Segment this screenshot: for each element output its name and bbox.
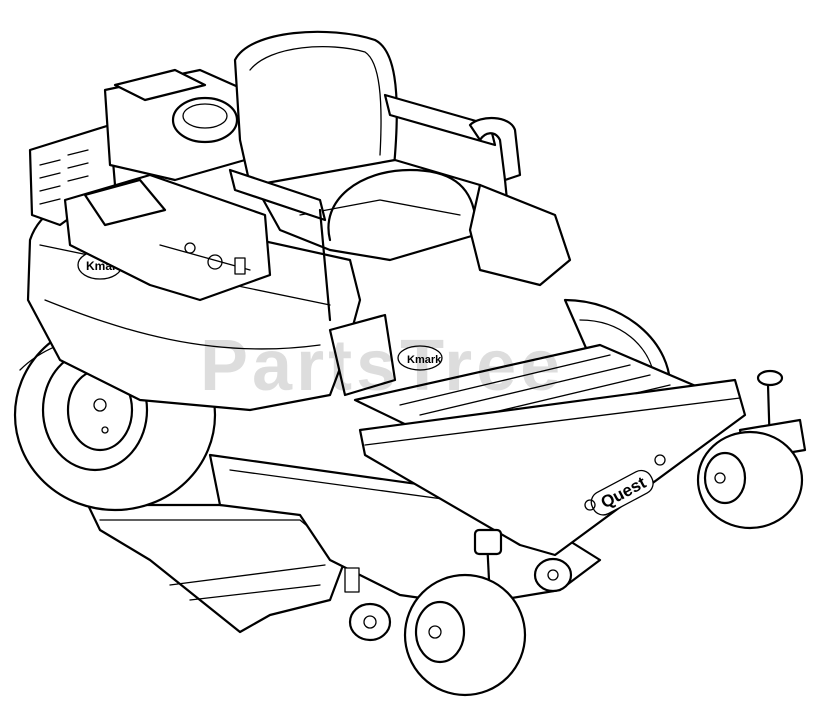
operator-seat	[233, 30, 482, 262]
fuel-cap-cover	[113, 68, 207, 102]
fuel-tank-cap	[171, 96, 239, 144]
seat-cushion	[253, 158, 482, 262]
choke-lever-icon	[234, 257, 246, 275]
seat-frame	[228, 93, 497, 322]
right-front-caster	[696, 369, 807, 530]
center-front-caster	[533, 557, 573, 593]
deck-bracket	[344, 567, 360, 593]
watermark-text: PartsTree	[200, 326, 564, 406]
ignition-switch-icon	[184, 242, 196, 254]
console-logo: Kmark	[407, 354, 442, 366]
console-logo-badge	[397, 345, 443, 371]
left-armrest	[228, 168, 327, 222]
bolt-icon	[584, 499, 596, 511]
left-steering-lever	[328, 313, 397, 397]
right-armrest	[383, 93, 497, 147]
deck-roller	[348, 602, 392, 642]
throttle-knob-icon	[207, 254, 223, 270]
engine-assembly	[103, 68, 247, 182]
left-front-caster	[403, 528, 527, 697]
right-steering-lever	[468, 117, 572, 287]
front-bumper: Quest	[358, 378, 747, 557]
right-fender	[468, 183, 572, 287]
left-console	[63, 173, 272, 302]
bolt-icon	[654, 454, 666, 466]
hub-bolt-icon	[93, 398, 107, 412]
